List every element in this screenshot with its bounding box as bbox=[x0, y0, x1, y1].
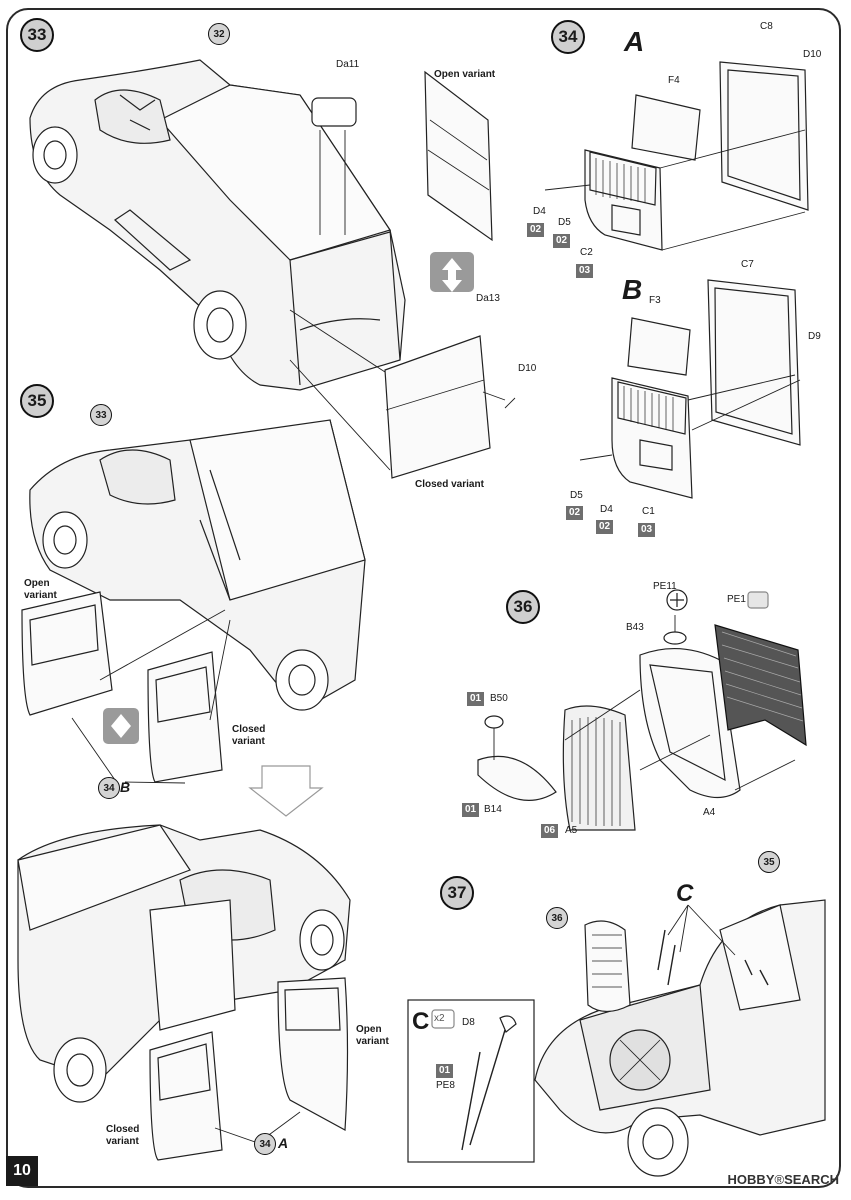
watermark-brand: HOBBY bbox=[727, 1172, 775, 1187]
open-variant-label-35b: Open variant bbox=[356, 1024, 389, 1047]
part-label-da11: Da11 bbox=[336, 59, 360, 70]
ref-step-34a-letter: A bbox=[278, 1135, 289, 1151]
part-label-da13: Da13 bbox=[476, 293, 500, 304]
part-label-a4: A4 bbox=[703, 807, 716, 818]
photo-etch-icon bbox=[747, 591, 769, 609]
watermark-rest: SEARCH bbox=[784, 1172, 839, 1187]
ref-step-34a: 34 bbox=[254, 1133, 276, 1155]
sprue-tag-a5: 06 bbox=[541, 824, 559, 838]
variant-label-c: C bbox=[676, 880, 694, 907]
step-number-37: 37 bbox=[440, 876, 474, 910]
sprue-tag-pe8: 01 bbox=[436, 1064, 454, 1078]
part-label-f3: F3 bbox=[649, 295, 661, 306]
part-label-b14: B14 bbox=[484, 804, 502, 815]
part-label-d10-34: D10 bbox=[803, 49, 822, 60]
part-label-d10: D10 bbox=[518, 363, 537, 374]
ref-step-33: 33 bbox=[90, 404, 112, 426]
closed-variant-label: Closed variant bbox=[415, 479, 484, 490]
watermark: HOBBY®SEARCH bbox=[728, 1172, 839, 1187]
inset-label-c: C bbox=[412, 1008, 430, 1035]
open-variant-label: Open variant bbox=[434, 69, 496, 80]
part-label-d5-b: D5 bbox=[570, 490, 583, 501]
part-label-pe11: PE11 bbox=[653, 581, 677, 592]
step34b-partition-drawing bbox=[579, 279, 801, 499]
part-label-pe1: PE1 bbox=[727, 594, 746, 605]
part-label-pe8: PE8 bbox=[436, 1080, 455, 1091]
ref-step-34b: 34 bbox=[98, 777, 120, 799]
step-number-35: 35 bbox=[20, 384, 54, 418]
part-label-d9: D9 bbox=[808, 331, 821, 342]
part-label-f4: F4 bbox=[668, 75, 680, 86]
part-label-d5-a: D5 bbox=[558, 217, 571, 228]
step-number-33: 33 bbox=[20, 18, 54, 52]
step-number-34: 34 bbox=[551, 20, 585, 54]
quantity-label: x2 bbox=[434, 1013, 445, 1024]
step36-radiator-drawing bbox=[477, 589, 807, 831]
sprue-tag-d4-b: 02 bbox=[596, 520, 614, 534]
variant-label-b: B bbox=[622, 274, 643, 305]
part-label-c1: C1 bbox=[642, 506, 655, 517]
part-label-a5: A5 bbox=[565, 825, 578, 836]
page-number: 10 bbox=[6, 1156, 38, 1186]
sprue-tag-d4-a: 02 bbox=[527, 223, 545, 237]
sprue-tag-b14: 01 bbox=[462, 803, 480, 817]
ref-step-35: 35 bbox=[758, 851, 780, 873]
open-variant-label-35: Open variant bbox=[24, 578, 57, 601]
step35-result-van-drawing bbox=[17, 824, 351, 1161]
ref-step-36: 36 bbox=[546, 907, 568, 929]
part-label-b43: B43 bbox=[626, 622, 644, 633]
page-border bbox=[6, 8, 841, 1188]
part-label-c7: C7 bbox=[741, 259, 754, 270]
part-label-b50: B50 bbox=[490, 693, 508, 704]
part-label-c2: C2 bbox=[580, 247, 593, 258]
part-label-c8: C8 bbox=[760, 21, 773, 32]
closed-variant-label-35: Closed variant bbox=[232, 724, 266, 747]
ref-step-34b-letter: B bbox=[120, 779, 131, 795]
step34a-partition-drawing bbox=[544, 61, 809, 251]
step-number-36: 36 bbox=[506, 590, 540, 624]
step35-van-drawing bbox=[21, 419, 366, 817]
step33-van-drawing bbox=[29, 59, 516, 479]
part-label-d4-a: D4 bbox=[533, 206, 546, 217]
sprue-tag-d5-a: 02 bbox=[553, 234, 571, 248]
watermark-registered: ® bbox=[774, 1172, 785, 1187]
closed-variant-label-35b: Closed variant bbox=[106, 1124, 140, 1147]
sprue-tag-d5-b: 02 bbox=[566, 506, 584, 520]
sprue-tag-c2: 03 bbox=[576, 264, 594, 278]
part-label-d4-b: D4 bbox=[600, 504, 613, 515]
part-label-d8: D8 bbox=[462, 1017, 475, 1028]
sprue-tag-b50: 01 bbox=[467, 692, 485, 706]
arrow-down-icon bbox=[248, 765, 324, 817]
ref-step-32: 32 bbox=[208, 23, 230, 45]
variant-label-a: A bbox=[624, 26, 645, 57]
sprue-tag-c1: 03 bbox=[638, 523, 656, 537]
step37-front-drawing bbox=[407, 899, 826, 1177]
